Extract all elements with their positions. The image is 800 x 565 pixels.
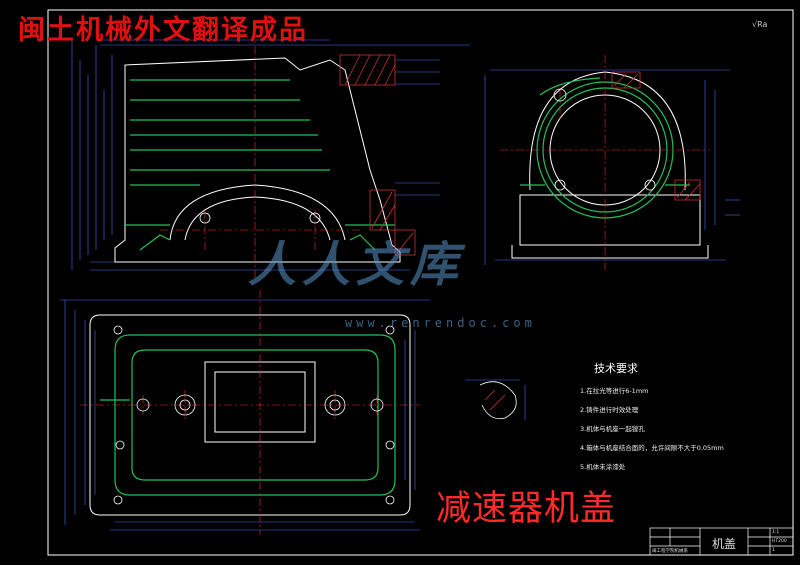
title-block-scale: 1:1 xyxy=(772,530,780,535)
title-block-material: HT200 xyxy=(772,539,787,544)
drawing-title: 减速器机盖 xyxy=(436,489,617,529)
title-block-part-name: 机盖 xyxy=(712,537,737,551)
title-block-quantity: 1 xyxy=(772,548,775,553)
front-view xyxy=(71,30,470,280)
drawing-frame xyxy=(47,9,794,556)
side-view xyxy=(484,55,740,270)
watermark-top-text: 闽土机械外文翻译成品 xyxy=(18,15,308,46)
technical-requirement-item: 2.铸件进行时效处理 xyxy=(580,406,639,414)
technical-requirement-item: 4.箱体与机座结合面的，允许间隙不大于0.05mm xyxy=(580,444,724,452)
technical-requirements: 技术要求 1.在拉光等进行6-1mm 2.铸件进行时效处理 3.机体与机座一起镗… xyxy=(580,360,724,471)
technical-requirement-item: 3.机体与机座一起镗孔 xyxy=(580,425,645,433)
top-view xyxy=(60,290,430,535)
watermark-logo-url: www.renrendoc.com xyxy=(345,316,536,330)
technical-requirements-title: 技术要求 xyxy=(594,362,638,375)
title-block-school: 闽工程学院机械系 xyxy=(652,549,688,554)
technical-requirement-item: 5.机体未涂漆处 xyxy=(580,463,626,471)
title-block xyxy=(649,527,794,556)
watermark-logo-text: 人人文库 xyxy=(248,237,465,293)
surface-roughness-mark: √Ra xyxy=(752,20,768,29)
detail-view xyxy=(465,379,526,420)
technical-requirement-item: 1.在拉光等进行6-1mm xyxy=(580,387,649,395)
